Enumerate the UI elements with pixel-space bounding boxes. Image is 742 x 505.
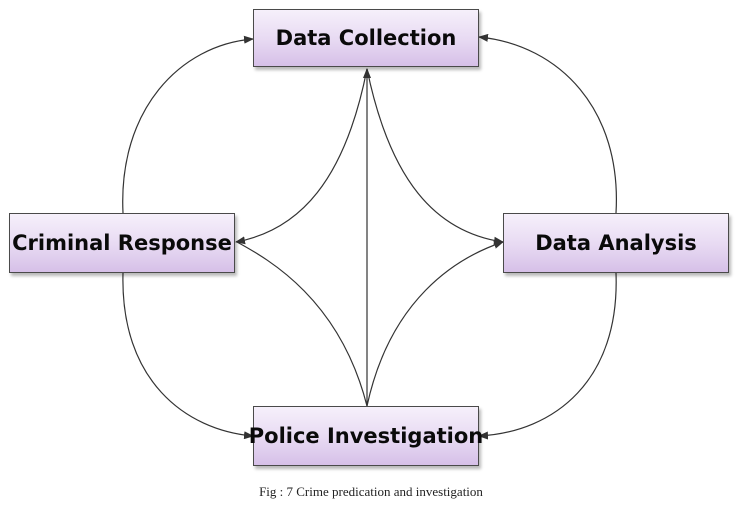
node-data-collection-label: Data Collection: [275, 26, 457, 50]
node-police-investigation-label: Police Investigation: [248, 424, 484, 448]
arrow-police-investigation-to-data-collection-left: [236, 241, 368, 407]
node-data-collection: Data Collection: [253, 9, 479, 67]
node-data-analysis: Data Analysis: [503, 213, 729, 273]
node-criminal-response: Criminal Response: [9, 213, 235, 273]
node-data-analysis-label: Data Analysis: [535, 231, 697, 255]
node-criminal-response-label: Criminal Response: [12, 231, 232, 255]
arrow-data-analysis-to-police-investigation: [478, 272, 617, 440]
figure-caption: Fig : 7 Crime predication and investigat…: [259, 484, 483, 499]
arrow-criminal-response-to-police-investigation: [122, 272, 254, 440]
arrow-data-analysis-to-data-collection: [478, 33, 617, 214]
arrow-data-collection-to-data-analysis: [366, 68, 504, 245]
arrow-police-investigation-to-data-analysis: [366, 241, 504, 407]
arrow-criminal-response-to-data-collection: [122, 35, 254, 214]
node-police-investigation: Police Investigation: [249, 406, 483, 466]
arrow-data-collection-to-criminal-response: [235, 68, 368, 245]
